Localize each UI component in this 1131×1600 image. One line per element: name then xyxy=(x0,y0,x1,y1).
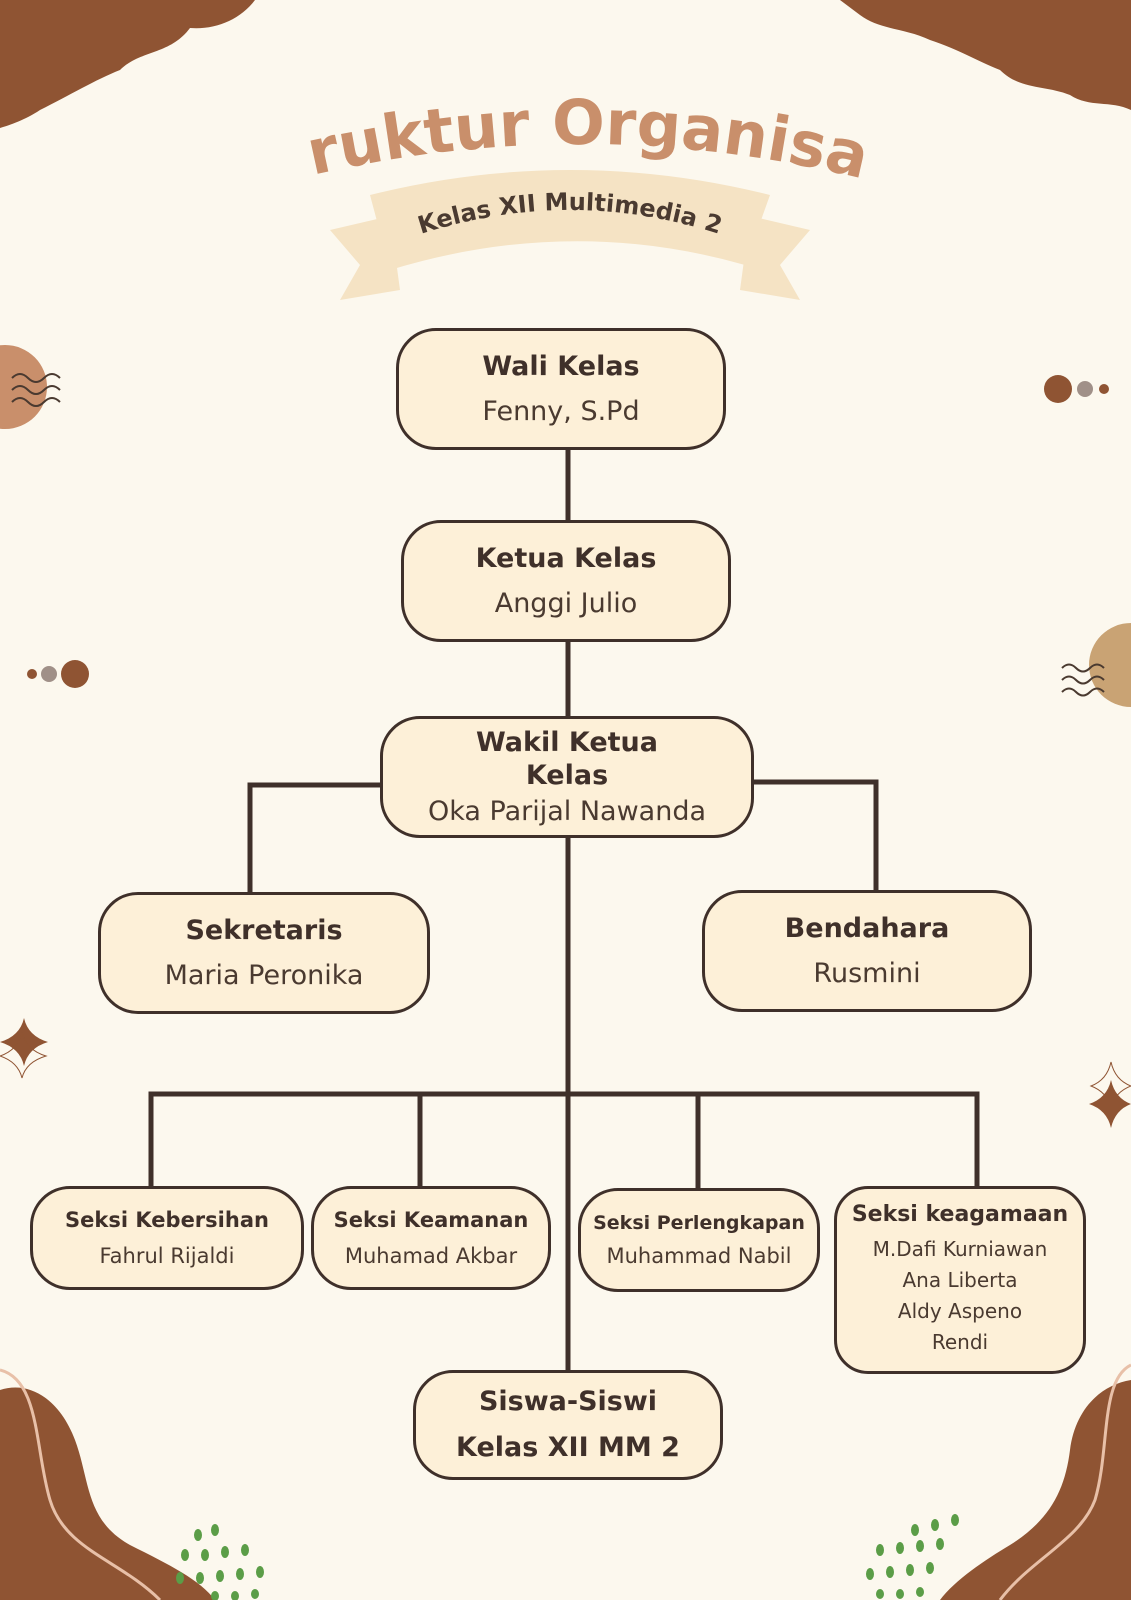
node-wakil-ketua: Wakil Ketua Kelas Oka Parijal Nawanda xyxy=(380,716,754,838)
node-seksi-keagamaan: Seksi keagamaan M.Dafi Kurniawan Ana Lib… xyxy=(834,1186,1086,1374)
green-dots-right xyxy=(866,1514,959,1599)
member-name: Rendi xyxy=(931,1330,989,1355)
dot-icon xyxy=(1077,381,1093,397)
node-wali-kelas: Wali Kelas Fenny, S.Pd xyxy=(396,328,726,450)
node-ketua-kelas: Ketua Kelas Anggi Julio xyxy=(401,520,731,642)
node-seksi-perlengkapan: Seksi Perlengkapan Muhammad Nabil xyxy=(578,1188,820,1292)
node-name: Muhamad Akbar xyxy=(344,1243,518,1268)
node-role: Seksi keagamaan xyxy=(851,1201,1069,1227)
dot-icon xyxy=(1044,375,1072,403)
corner-blob-top-right xyxy=(840,0,1131,110)
node-role: Sekretaris xyxy=(185,915,343,947)
node-seksi-keamanan: Seksi Keamanan Muhamad Akbar xyxy=(311,1186,551,1290)
node-sekretaris: Sekretaris Maria Peronika xyxy=(98,892,430,1014)
corner-blob-bottom-left xyxy=(0,1387,215,1600)
sparkle-icon xyxy=(0,1018,48,1066)
node-name: Anggi Julio xyxy=(494,587,638,619)
node-role: Seksi Keamanan xyxy=(333,1208,529,1233)
node-role-line2: Kelas xyxy=(525,759,609,791)
connector-seksi-bus xyxy=(148,1091,980,1190)
sparkle-icon xyxy=(1089,1080,1131,1128)
dot-icon xyxy=(61,660,89,688)
corner-blob-bottom-right xyxy=(940,1380,1131,1600)
member-name: M.Dafi Kurniawan xyxy=(872,1237,1048,1262)
node-name: Muhammad Nabil xyxy=(606,1244,792,1269)
node-siswa-siswi: Siswa-Siswi Kelas XII MM 2 xyxy=(413,1370,723,1480)
node-name: Maria Peronika xyxy=(164,959,364,991)
node-role: Ketua Kelas xyxy=(475,543,657,575)
corner-curve-bottom-left xyxy=(0,1368,162,1600)
dot-icon xyxy=(1099,384,1109,394)
connector-wakil-bendahara xyxy=(754,779,879,893)
node-role-line1: Wakil Ketua xyxy=(475,727,658,759)
node-names-list: M.Dafi Kurniawan Ana Liberta Aldy Aspeno… xyxy=(873,1234,1048,1358)
corner-curve-bottom-right xyxy=(998,1363,1131,1600)
member-name: Ana Liberta xyxy=(902,1268,1018,1293)
node-role: Seksi Kebersihan xyxy=(65,1208,269,1233)
subtitle-ribbon: Kelas XII Multimedia 2 xyxy=(330,170,810,300)
node-role-line2: Kelas XII MM 2 xyxy=(456,1432,680,1463)
node-name: Rusmini xyxy=(813,957,921,989)
node-role: Wali Kelas xyxy=(482,351,640,383)
wave-icon-left xyxy=(11,373,61,407)
connector-wakil-sekretaris xyxy=(247,782,382,895)
node-name: Oka Parijal Nawanda xyxy=(427,795,707,827)
node-name: Fahrul Rijaldi xyxy=(99,1243,235,1268)
node-role: Seksi Perlengkapan xyxy=(593,1211,805,1234)
circle-right xyxy=(1089,623,1131,707)
node-seksi-kebersihan: Seksi Kebersihan Fahrul Rijaldi xyxy=(30,1186,304,1290)
page-title: Struktur Organisasi xyxy=(280,70,876,180)
corner-blob-top-left xyxy=(0,0,255,128)
member-name: Aldy Aspeno xyxy=(897,1299,1023,1324)
node-role-line1: Siswa-Siswi xyxy=(478,1385,658,1417)
sparkle-outline-icon xyxy=(0,1031,48,1079)
wave-icon-right xyxy=(1061,663,1105,697)
dot-icon xyxy=(27,669,37,679)
green-dots-left xyxy=(176,1524,264,1600)
node-name: Fenny, S.Pd xyxy=(482,395,640,427)
node-role: Bendahara xyxy=(784,913,950,945)
dot-icon xyxy=(41,666,57,682)
node-bendahara: Bendahara Rusmini xyxy=(702,890,1032,1012)
